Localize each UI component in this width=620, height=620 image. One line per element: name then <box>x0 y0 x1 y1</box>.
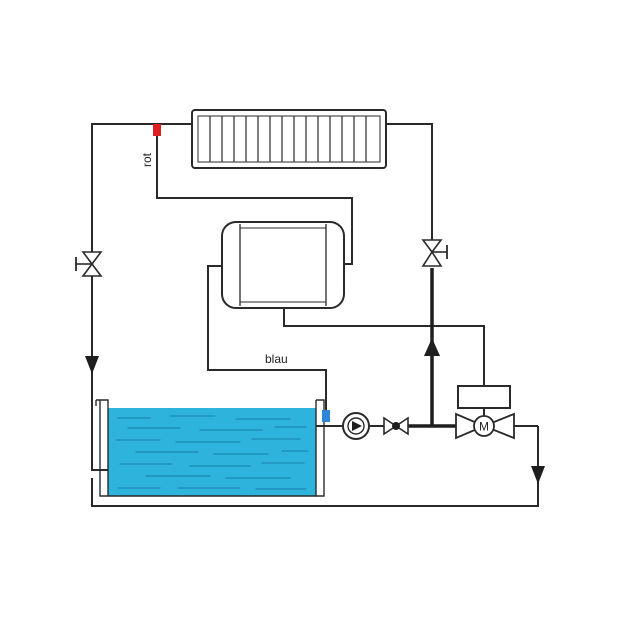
blue-sensor <box>322 410 330 422</box>
flow-arrow-down-right <box>531 466 545 484</box>
motor-valve <box>455 385 515 440</box>
pipe-blau <box>207 265 327 410</box>
heat-exchanger <box>221 221 345 309</box>
pipe-right-top <box>386 123 433 240</box>
valve-right <box>421 239 448 267</box>
water-tank <box>95 399 325 497</box>
motor-label: M <box>479 420 489 434</box>
valve-left <box>75 251 103 277</box>
valve-pump <box>383 416 409 436</box>
pipe-control <box>283 306 485 386</box>
label-rot: rot <box>140 152 154 167</box>
label-blau: blau <box>265 352 288 366</box>
radiator <box>191 109 387 169</box>
red-sensor <box>153 124 161 136</box>
pipe-rot <box>156 136 353 265</box>
flow-arrow-down-left <box>85 356 99 374</box>
pump <box>342 412 370 440</box>
flow-arrow-up <box>424 338 440 356</box>
pipe-network <box>91 123 539 507</box>
